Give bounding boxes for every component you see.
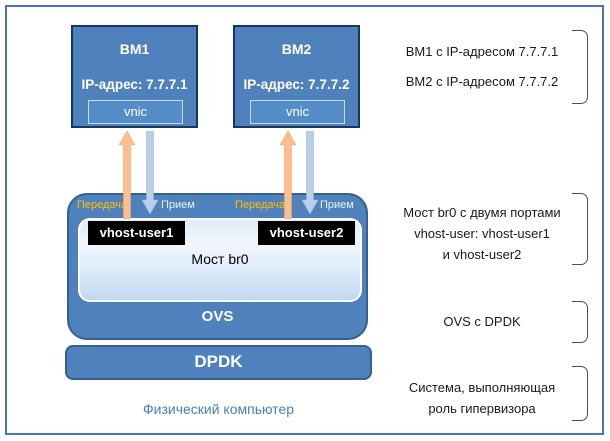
vm1-ip: IP-адрес: 7.7.7.1 <box>81 77 188 92</box>
dpdk-box: DPDK <box>65 345 372 380</box>
transmit-label-vm2: Передача <box>235 199 286 211</box>
annotation-ovs-dpdk: OVS с DPDK <box>392 314 572 329</box>
annotation-vms: ВМ1 с IP-адресом 7.7.7.1 ВМ2 с IP-адресо… <box>392 44 572 89</box>
annotation-line: ВМ2 с IP-адресом 7.7.7.2 <box>405 74 559 89</box>
receive-label-vm1: Прием <box>161 199 195 211</box>
annotation-hypervisor: Система, выполняющая роль гипервизора <box>392 377 572 419</box>
vhost-user1-port: vhost-user1 <box>88 221 185 245</box>
vm2-box: ВМ2 IP-адрес: 7.7.7.2 vnic <box>233 25 360 128</box>
vhost-user2-port: vhost-user2 <box>258 221 355 245</box>
transmit-arrow-vm1 <box>119 131 135 219</box>
annotation-line: и vhost-user2 <box>442 247 522 262</box>
transmit-arrow-vm2 <box>280 131 296 219</box>
annotation-line: Мост br0 с двумя портами <box>403 205 561 220</box>
annotation-line: ВМ1 с IP-адресом 7.7.7.1 <box>405 44 559 59</box>
host-label: Физический компьютер <box>142 401 295 417</box>
annotation-line: роль гипервизора <box>428 401 536 416</box>
vm1-title: ВМ1 <box>119 41 150 57</box>
transmit-label-vm1: Передача <box>77 199 128 211</box>
bracket-vms <box>572 30 588 104</box>
ovs-label: OVS <box>201 308 234 325</box>
bracket-hypervisor <box>572 366 588 421</box>
diagram-frame <box>5 5 604 435</box>
annotation-line: vhost-user: vhost-user1 <box>414 226 550 241</box>
bridge-label: Мост br0 <box>191 251 249 267</box>
vm1-vnic: vnic <box>88 100 183 124</box>
vm1-box: ВМ1 IP-адрес: 7.7.7.1 vnic <box>71 25 198 128</box>
vm2-title: ВМ2 <box>281 41 312 57</box>
vm2-ip: IP-адрес: 7.7.7.2 <box>243 77 350 92</box>
annotation-line: OVS с DPDK <box>443 314 521 329</box>
bracket-ovs-dpdk <box>572 301 588 343</box>
bracket-bridge <box>572 193 588 265</box>
receive-label-vm2: Прием <box>320 199 354 211</box>
receive-arrow-vm2 <box>302 131 318 214</box>
annotation-bridge: Мост br0 с двумя портами vhost-user: vho… <box>392 202 572 265</box>
receive-arrow-vm1 <box>142 131 158 214</box>
vm2-vnic: vnic <box>250 100 345 124</box>
annotation-line: Система, выполняющая <box>408 380 556 395</box>
